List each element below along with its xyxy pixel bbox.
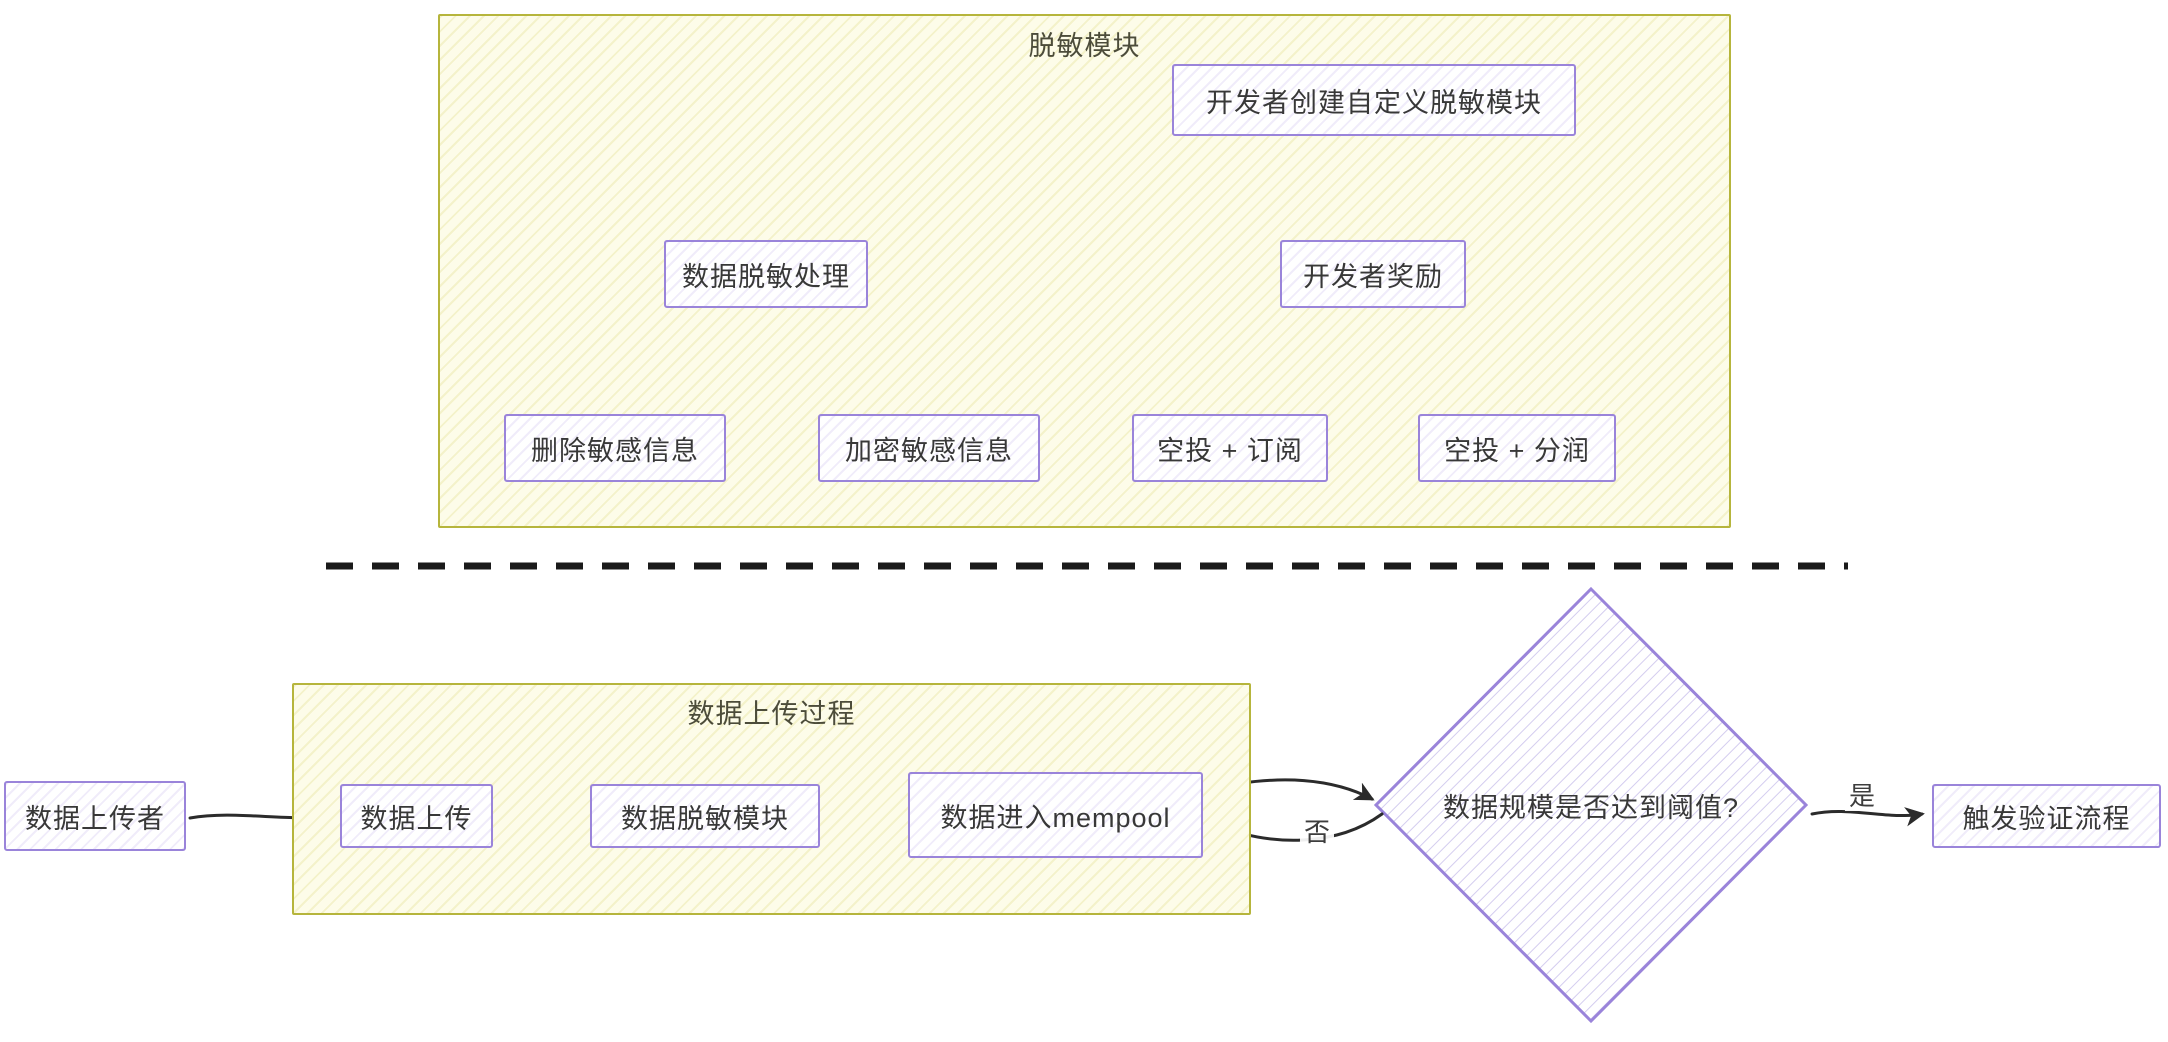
node-airdrop-subscription: 空投 + 订阅 [1132, 414, 1328, 482]
node-airdrop-profit: 空投 + 分润 [1418, 414, 1616, 482]
node-custom-module: 开发者创建自定义脱敏模块 [1172, 64, 1576, 136]
node-desensitize-process: 数据脱敏处理 [664, 240, 868, 308]
node-data-uploader: 数据上传者 [4, 781, 186, 851]
node-trigger-verification: 触发验证流程 [1932, 784, 2161, 848]
node-threshold-decision: 数据规模是否达到阈值? [1442, 792, 1740, 823]
node-mempool: 数据进入mempool [908, 772, 1203, 858]
node-delete-sensitive: 删除敏感信息 [504, 414, 726, 482]
node-developer-reward: 开发者奖励 [1280, 240, 1466, 308]
node-encrypt-sensitive: 加密敏感信息 [818, 414, 1040, 482]
edge-label-no: 否 [1300, 818, 1335, 847]
group-desensitization-title: 脱敏模块 [1028, 31, 1141, 61]
edge-label-yes: 是 [1845, 782, 1880, 811]
node-data-upload: 数据上传 [340, 784, 493, 848]
edge-decision-to-verify-yes [1810, 807, 1925, 827]
node-desensitize-module: 数据脱敏模块 [590, 784, 820, 848]
group-upload-process-title: 数据上传过程 [687, 699, 856, 729]
